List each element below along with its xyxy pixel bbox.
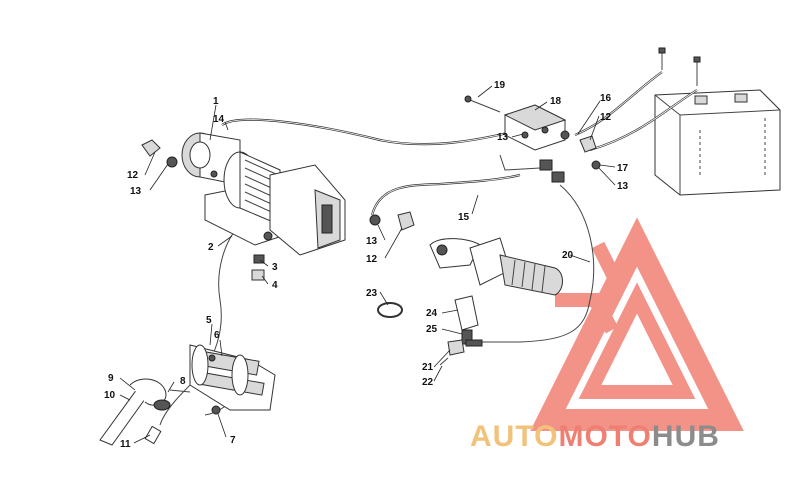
terminal-boot-mid: [397, 211, 415, 231]
callout-21: 21: [422, 362, 434, 373]
watermark-hub: HUB: [652, 420, 720, 453]
connector-b: [551, 171, 565, 183]
callout-12: 12: [600, 112, 612, 123]
solenoid: [464, 95, 567, 151]
nut-left: [166, 156, 178, 168]
watermark-moto: MOTO: [558, 420, 651, 453]
nut-mid: [369, 214, 381, 226]
callout-13: 13: [497, 132, 509, 143]
leader-lines: [119, 85, 616, 444]
callout-1: 1: [213, 96, 219, 107]
callout-16: 16: [600, 93, 612, 104]
watermark-logo: [530, 217, 744, 431]
callout-numbers: 1 14 12 13 2 3 4 5 6 7 8 9 10 11 13 12 1…: [104, 80, 629, 450]
handlebar-switch: [429, 237, 563, 296]
hook-strap: [99, 378, 191, 446]
terminal-boot-left: [141, 139, 161, 157]
callout-2: 2: [208, 242, 214, 253]
battery: [654, 89, 781, 196]
callout-25: 25: [426, 324, 438, 335]
switch-bracket: [439, 295, 483, 366]
callout-6: 6: [214, 330, 220, 341]
callout-15: 15: [458, 212, 470, 223]
callout-24: 24: [426, 308, 438, 319]
watermark-auto: AUTO: [470, 420, 558, 453]
fairlead: [189, 344, 276, 415]
callout-12: 12: [127, 170, 139, 181]
winch-assembly: [181, 132, 346, 256]
callout-5: 5: [206, 315, 212, 326]
clip-23: [377, 302, 403, 318]
callout-19: 19: [494, 80, 506, 91]
callout-12: 12: [366, 254, 378, 265]
callout-22: 22: [422, 377, 434, 388]
connector-a: [539, 159, 553, 171]
callout-13: 13: [366, 236, 378, 247]
callout-7: 7: [230, 435, 236, 446]
terminal-boot-right: [579, 135, 597, 153]
callout-23: 23: [366, 288, 378, 299]
watermark-text: AUTOMOTOHUB: [470, 420, 720, 453]
callout-18: 18: [550, 96, 562, 107]
nut-solenoid: [560, 130, 570, 140]
battery-bolts: [658, 47, 701, 86]
callout-20: 20: [562, 250, 574, 261]
callout-9: 9: [108, 373, 114, 384]
callout-11: 11: [120, 439, 131, 450]
bolt-nut-3-4: [251, 254, 265, 281]
callout-14: 14: [213, 114, 225, 125]
callout-8: 8: [180, 376, 186, 387]
callout-13: 13: [130, 186, 142, 197]
callout-3: 3: [272, 262, 278, 273]
callout-13: 13: [617, 181, 629, 192]
callout-17: 17: [617, 163, 629, 174]
callout-4: 4: [272, 280, 278, 291]
callout-10: 10: [104, 390, 116, 401]
